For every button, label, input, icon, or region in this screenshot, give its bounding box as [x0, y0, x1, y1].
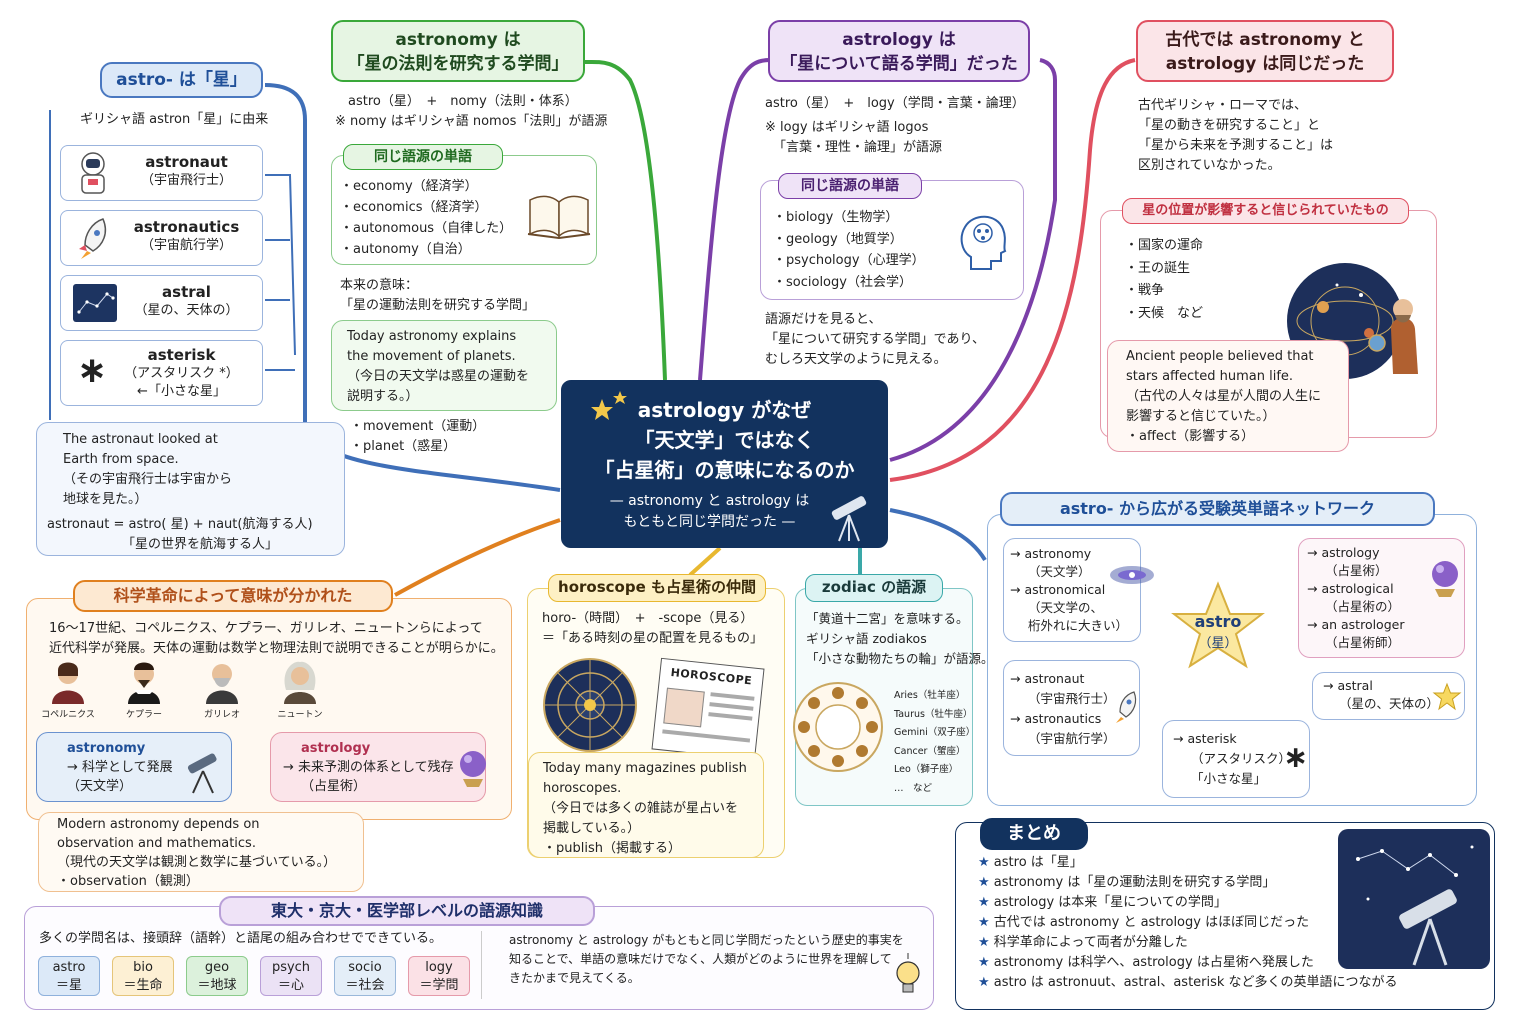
astronomy-title: astronomy は 「星の法則を研究する学問」 [331, 20, 585, 82]
telescope-icon [831, 496, 867, 542]
summary-list: ★ astro は「星」 ★ astronomy は「星の運動法則を研究する学問… [978, 853, 1398, 993]
astro-star-title: astro- は「星」 [100, 62, 263, 98]
astrology-related-box: ・biology（生物学） ・geology（地質学） ・psychology（… [760, 180, 1024, 300]
crystal-ball-icon [460, 751, 486, 787]
center-subtitle: — astronomy と astrology は もともと同じ学問だった — [609, 493, 810, 530]
summary-item: ★ astronomy は「星の運動法則を研究する学問」 [978, 875, 1276, 890]
astronaut-formula: astronaut = astro( 星) + naut(航海する人) [47, 517, 313, 532]
zodiac-panel: 「黄道十二宮」を意味する。 ギリシャ語 zodiakos 「小さな動物たちの輪」… [793, 588, 994, 806]
crystal-ball-network-icon [1432, 561, 1458, 597]
scientist-newton: ニュートン [268, 660, 332, 726]
revolution-title: 科学革命によって意味が分かれた [73, 580, 393, 612]
revolution-example-box: Modern astronomy depends on observation … [38, 812, 364, 892]
copernicus-portrait-icon [52, 662, 84, 704]
night-sky-telescope-illustration [1338, 829, 1490, 969]
asterisk-network-icon: ∗ [1283, 740, 1309, 775]
knowledge-intro: 多くの学問名は、接頭辞（語幹）と語尾の組み合わせでできている。 [39, 931, 443, 946]
summary-item: ★ 古代では astronomy と astrology はほぼ同じだった [978, 915, 1310, 930]
galileo-portrait-icon [206, 664, 238, 704]
root-tag-bio: bio＝生命 [112, 956, 174, 996]
scientist-kepler: ケプラー [112, 660, 176, 726]
star-outline-icon [1432, 682, 1462, 711]
telescope-small-icon [187, 753, 217, 794]
astrology-title: astrology は 「星について語る学問」だった [768, 20, 1030, 82]
revolution-astronomy-box: astronomy → 科学として発展 （天文学） [36, 732, 232, 802]
ancient-intro: 古代ギリシャ・ローマでは、 「星の動きを研究すること」と 「星から未来を予測する… [1138, 98, 1334, 173]
astronomy-related-title: 同じ語源の単語 [343, 144, 503, 170]
center-title-panel: astrology がなぜ 「天文学」ではなく 「占星術」の意味になるのか — … [561, 380, 888, 548]
astronaut-formula-meaning: 「星の世界を航海する人」 [122, 537, 279, 552]
astronomy-vocab: ・movement（運動） ・planet（惑星） [350, 419, 486, 454]
summary-item: ★ 科学革命によって両者が分離した [978, 935, 1188, 950]
horoscope-title: horoscope も占星術の仲間 [548, 574, 766, 602]
network-center-star: astro （星） [1171, 581, 1265, 670]
network-group-astronaut: → astronaut （宇宙飛行士） → astronautics （宇宙航行… [1003, 660, 1140, 756]
word-card-astronaut: astronaut （宇宙飛行士） [60, 145, 263, 201]
astronomy-meaning: 本来の意味： 「星の運動法則を研究する学問」 [340, 278, 536, 313]
astro-origin: ギリシャ語 astron「星」に由来 [80, 112, 269, 127]
network-group-astrology: → astrology （占星術） → astrological （占星術の） … [1298, 538, 1465, 658]
newton-portrait-icon [284, 661, 316, 704]
ancient-influence-title: 星の位置が影響すると信じられていたもの [1122, 198, 1409, 224]
knowledge-title: 東大・京大・医学部レベルの語源知識 [219, 896, 595, 926]
kepler-portrait-icon [128, 662, 160, 704]
root-tag-psych: psych＝心 [260, 956, 322, 996]
star-map-icon [73, 284, 117, 322]
horoscope-example-box: Today many magazines publish horoscopes.… [528, 752, 764, 858]
summary-item: ★ astro は astronuut、astral、asterisk など多く… [978, 975, 1398, 990]
astronomy-related-box: ・economy（経済学） ・economics（経済学） ・autonomou… [331, 155, 597, 265]
scientist-copernicus: コペルニクス [36, 660, 100, 726]
lightbulb-icon [896, 953, 920, 993]
network-title: astro- から広がる受験英単語ネットワーク [1000, 492, 1435, 526]
root-tag-socio: socio＝社会 [334, 956, 396, 996]
astronomy-etymology: astro（星） + nomy（法則・体系） [348, 94, 578, 109]
root-tag-astro: astro＝星 [38, 956, 100, 996]
astro-star-icon [1171, 581, 1265, 669]
brain-head-icon [960, 215, 1007, 270]
rocket-icon [79, 218, 107, 259]
summary-panel: ★ astro は「星」 ★ astronomy は「星の運動法則を研究する学問… [955, 822, 1495, 1010]
astrology-note: ※ logy はギリシャ語 logos 「言葉・理性・論理」が語源 [765, 120, 943, 155]
network-group-asterisk: → asterisk （アスタリスク） 「小さな星」 ∗ [1162, 720, 1310, 798]
astronaut-icon [81, 152, 105, 194]
network-group-astral: → astral （星の、天体の） [1312, 672, 1465, 720]
revolution-astrology-box: astrology → 未来予測の体系として残存 （占星術） [270, 732, 486, 802]
summary-title: まとめ [980, 818, 1088, 850]
astronaut-example-box: The astronaut looked at Earth from space… [36, 422, 345, 556]
word-card-astronautics: astronautics （宇宙航行学） [60, 210, 263, 266]
root-tag-geo: geo＝地球 [186, 956, 248, 996]
astronomy-example-box: Today astronomy explains the movement of… [331, 320, 557, 411]
summary-item: ★ astrology は本来「星についての学問」 [978, 895, 1227, 910]
word-card-asterisk: asterisk （アスタリスク *） ←「小さな星」 ∗ [60, 340, 263, 406]
root-tag-logy: logy＝学問 [408, 956, 470, 996]
center-title: astrology がなぜ 「天文学」ではなく 「占星術」の意味になるのか [594, 398, 855, 482]
stars-icon [591, 391, 627, 420]
galaxy-icon [1110, 566, 1154, 584]
scientist-galileo: ガリレオ [190, 660, 254, 726]
zodiac-title: zodiac の語源 [805, 574, 943, 602]
asterisk-icon: ∗ [77, 350, 108, 391]
zodiac-sign-list: Aries（牡羊座） Taurus（牡牛座） Gemini（双子座） Cance… [894, 690, 976, 794]
astrology-related-title: 同じ語源の単語 [778, 173, 922, 199]
zodiac-wheel-icon [543, 658, 637, 752]
rocket-network-icon [1116, 691, 1137, 723]
astronomy-note: ※ nomy はギリシャ語 nomos「法則」が語源 [335, 114, 608, 129]
summary-item: ★ astro は「星」 [978, 855, 1083, 870]
ancient-example-box: Ancient people believed that stars affec… [1107, 340, 1349, 452]
horoscope-magazine: HOROSCOPE [651, 657, 765, 761]
zodiac-circle-icon [793, 682, 883, 772]
summary-item: ★ astronomy は科学へ、astrology は占星術へ発展した [978, 955, 1314, 970]
book-icon [527, 195, 591, 240]
word-card-astral: astral （星の、天体の） [60, 275, 263, 331]
astrology-etymology: astro（星） + logy（学問・言葉・論理） [765, 96, 1025, 111]
ancient-title: 古代では astronomy と astrology は同じだった [1136, 20, 1394, 82]
network-group-astronomy: → astronomy （天文学） → astronomical （天文学の、 … [1003, 538, 1141, 642]
astrology-comment: 語源だけを見ると、 「星について研究する学問」であり、 むしろ天文学のように見え… [765, 312, 985, 367]
knowledge-conclusion: astronomy と astrology がもともと同じ学問だったという歴史的… [509, 933, 904, 985]
